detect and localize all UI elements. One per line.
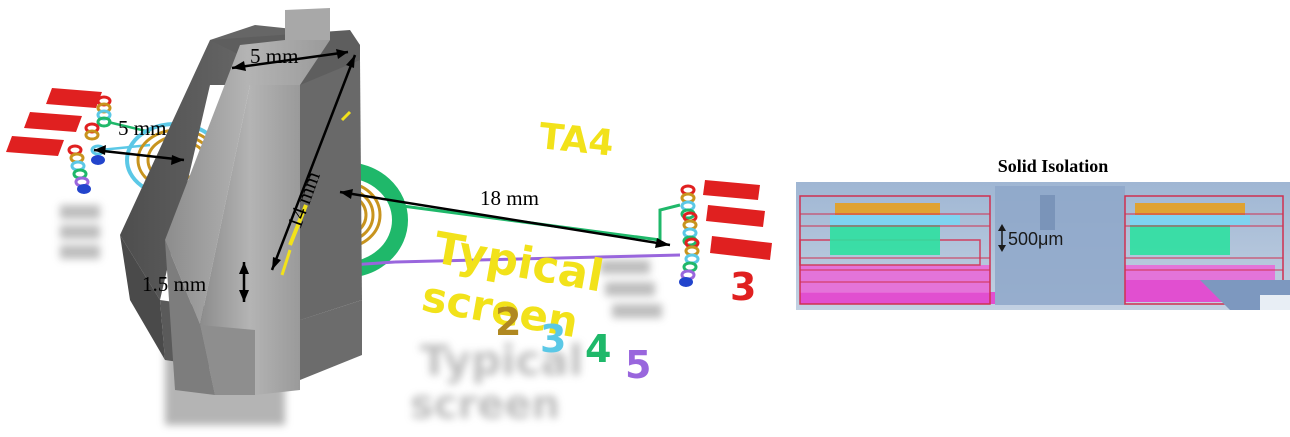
- dim-arrow-pad-gap: [93, 148, 185, 162]
- left-layer-stack: [799, 195, 995, 305]
- pin-label-3: 3: [540, 317, 566, 361]
- gap-dimension: 500μm: [998, 224, 1063, 252]
- dimension-labels: 5 mm 5 mm 14 mm 18 mm 1.5 mm: [118, 44, 539, 296]
- right-via-stacks: [679, 184, 700, 287]
- left-pads: [6, 88, 102, 156]
- dim-arrow-core-height: [270, 54, 357, 271]
- dim-arrow-spacing: [339, 190, 671, 247]
- pin-label-right-3: 3: [730, 265, 756, 309]
- transformer-3d-view: Typical screen: [6, 8, 772, 428]
- pin-label-2: 2: [495, 300, 521, 344]
- silkscreen-ta4: TA4: [537, 116, 616, 165]
- solid-isolation-figure: Solid Isolation: [796, 156, 1290, 310]
- reflection-text-2: screen: [410, 382, 560, 428]
- dim-arrow-core-width: [231, 50, 349, 70]
- gap-label: 500μm: [1008, 229, 1063, 249]
- transformer-core: [120, 8, 362, 395]
- pin-label-5: 5: [625, 343, 651, 387]
- right-pads: [703, 180, 772, 260]
- pin-label-4: 4: [585, 327, 611, 371]
- dim-label-pad-gap: 5 mm: [118, 116, 166, 140]
- solid-isolation-title: Solid Isolation: [998, 156, 1109, 176]
- left-via-stacks: [67, 95, 112, 194]
- dim-label-thickness: 1.5 mm: [142, 272, 206, 296]
- dim-label-core-width: 5 mm: [250, 44, 298, 68]
- reflection-text-1: Typical: [420, 336, 583, 385]
- dimension-annotations: [93, 49, 671, 302]
- dim-label-spacing: 18 mm: [480, 186, 539, 210]
